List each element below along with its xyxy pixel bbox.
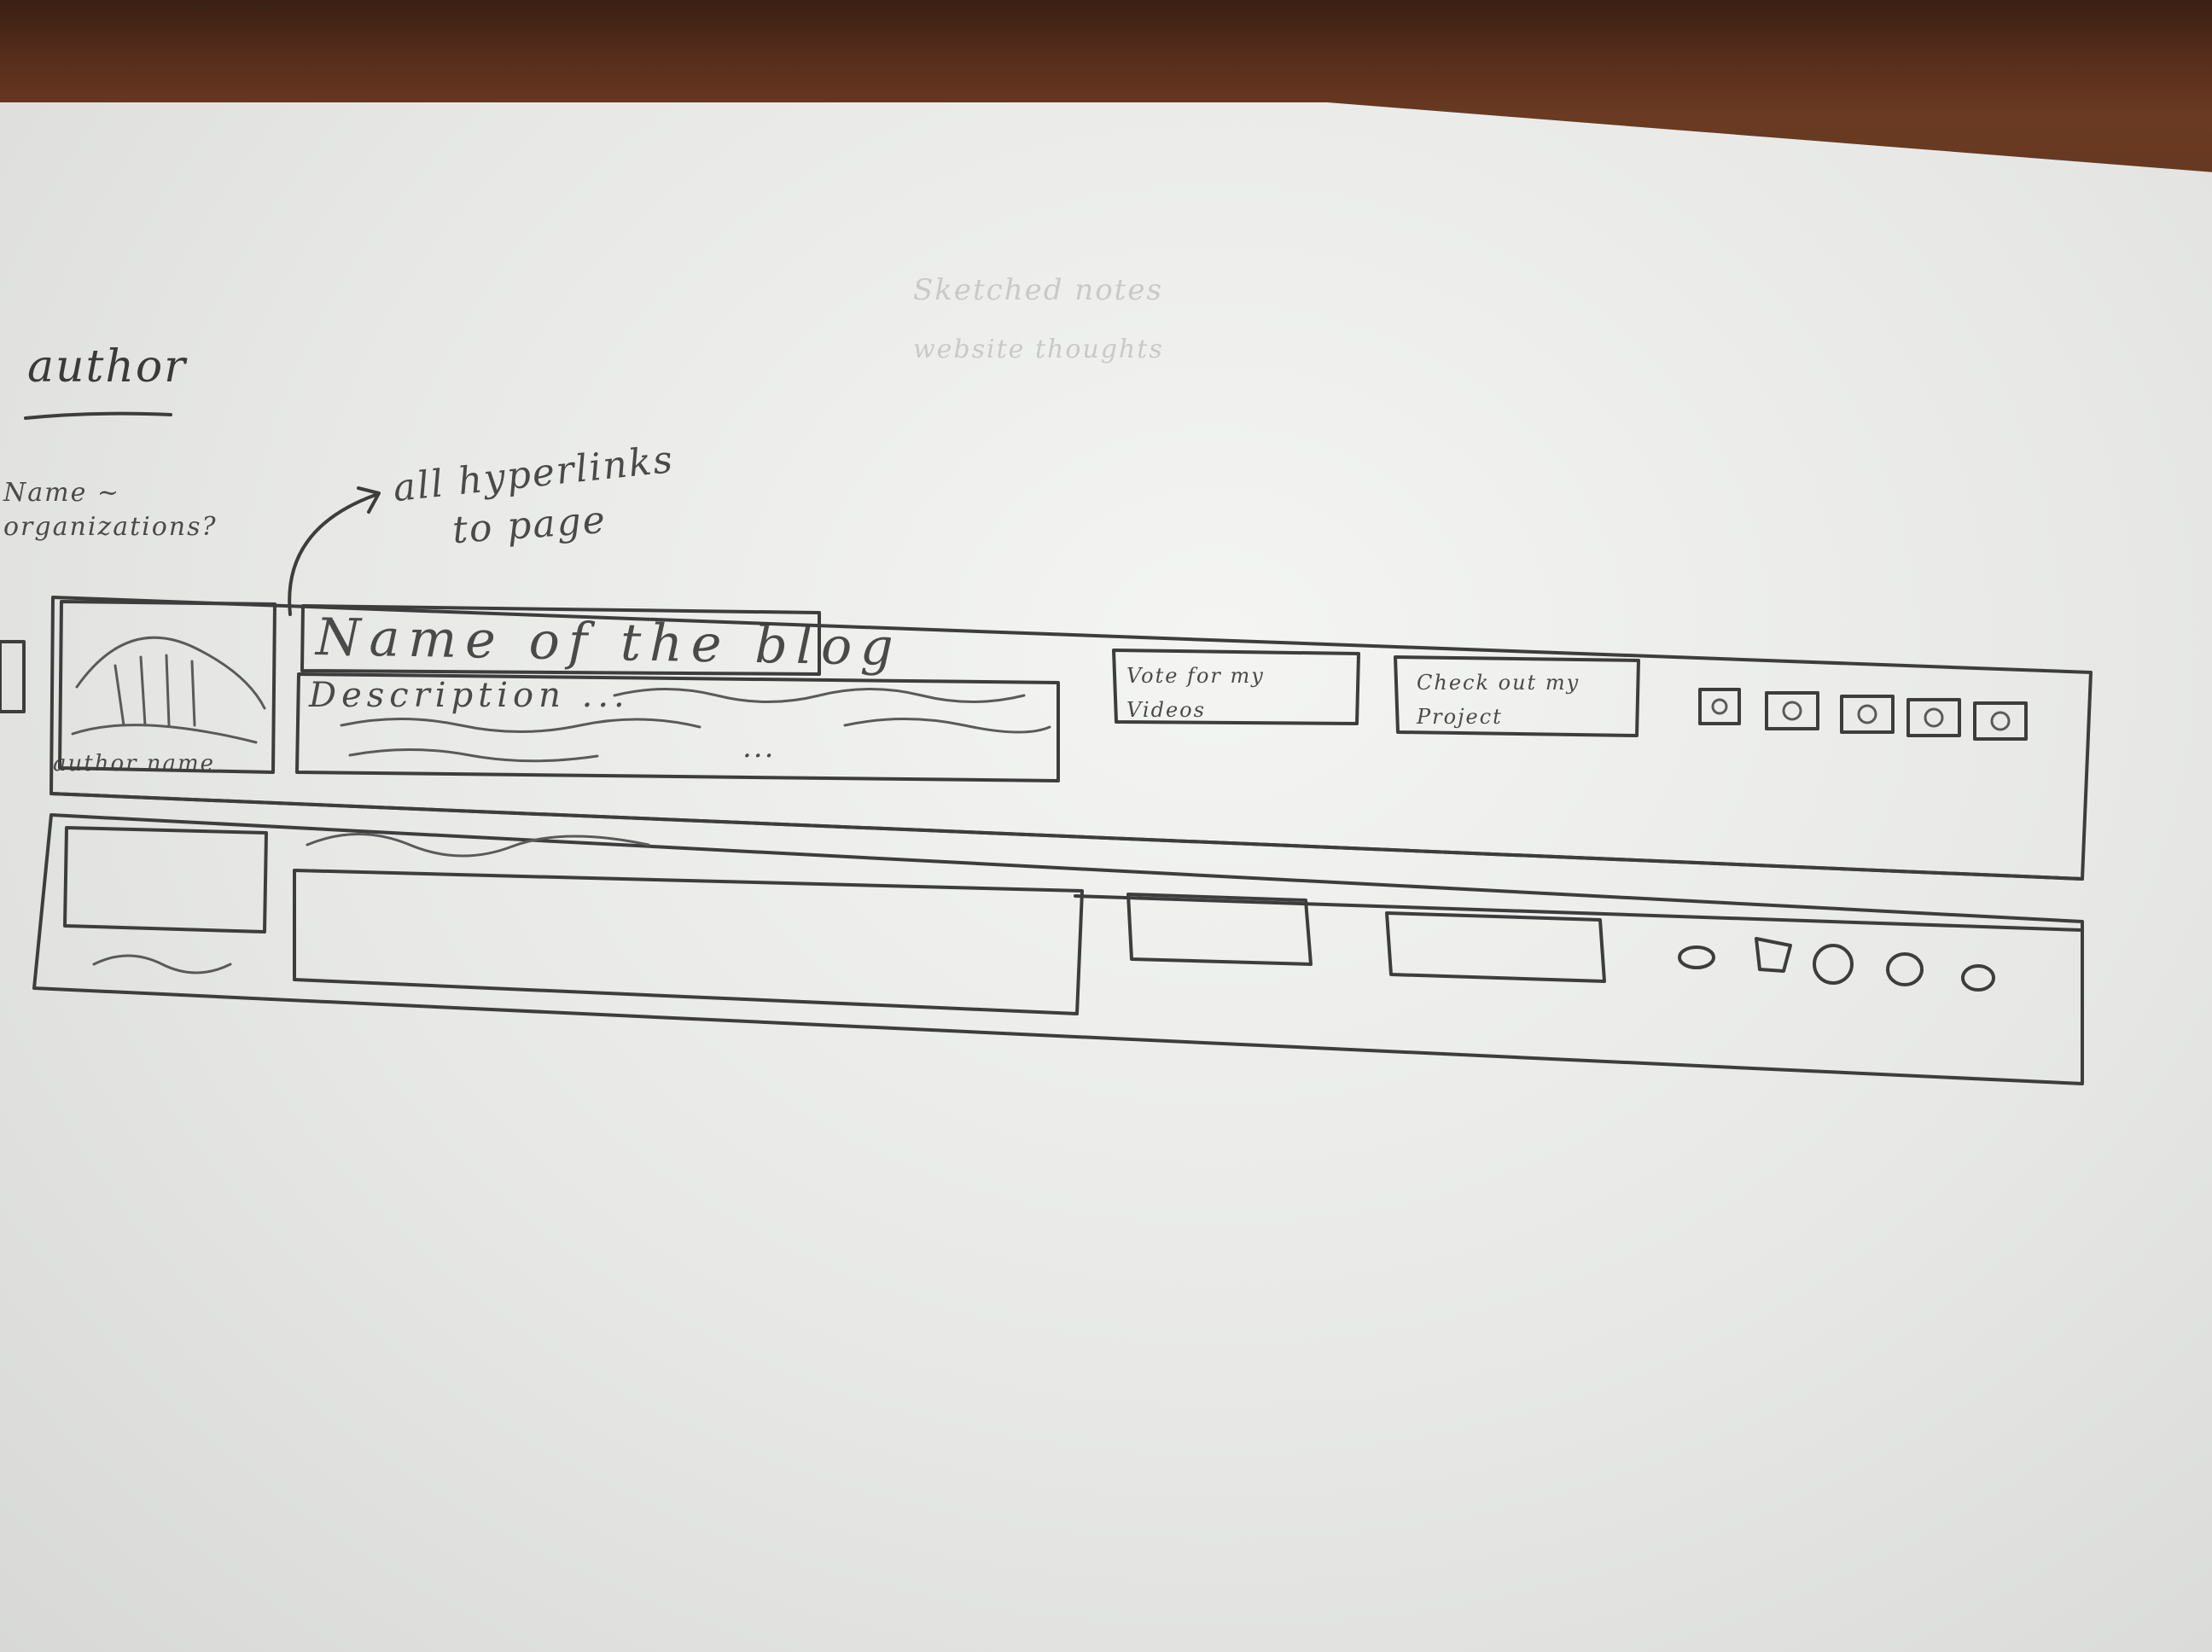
row2-social-icon-3[interactable] bbox=[1813, 944, 1854, 985]
social-icon-1-glyph bbox=[1711, 698, 1728, 715]
image-ground-line bbox=[71, 724, 258, 744]
row2-button-2[interactable] bbox=[1385, 911, 1606, 983]
row2-social-icon-2[interactable] bbox=[1755, 937, 1792, 973]
row2-description-box[interactable] bbox=[293, 869, 1084, 1015]
social-icon-5[interactable] bbox=[1973, 701, 2028, 741]
social-icon-3[interactable] bbox=[1840, 695, 1895, 734]
vote-button-label: Vote for my Videos bbox=[1126, 659, 1331, 727]
sketch-paper bbox=[0, 102, 2212, 1652]
row2-title-scribble bbox=[306, 833, 650, 858]
social-icon-5-glyph bbox=[1990, 711, 2011, 731]
vote-videos-button[interactable] bbox=[1114, 649, 1361, 724]
row2-container bbox=[32, 813, 2084, 1085]
author-name-caption: author name bbox=[53, 751, 215, 777]
social-icon-3-glyph bbox=[1857, 704, 1877, 724]
page-heading: author bbox=[27, 341, 188, 393]
annotation-arrowhead bbox=[357, 486, 381, 514]
row2-social-icon-5[interactable] bbox=[1961, 964, 1995, 992]
description-scribble-3 bbox=[843, 718, 1051, 734]
social-icon-2-glyph bbox=[1782, 701, 1802, 721]
faint-note-line-2: website thoughts bbox=[913, 334, 1164, 364]
image-bridge-sketch bbox=[75, 636, 266, 710]
side-note-line-1: Name ~ bbox=[3, 478, 121, 508]
row2-social-icons bbox=[1678, 937, 1995, 992]
side-note-line-2: organizations? bbox=[3, 512, 218, 542]
image-bridge-lines bbox=[114, 654, 196, 727]
social-icon-4[interactable] bbox=[1906, 698, 1961, 737]
heading-underline bbox=[24, 411, 172, 420]
row1-bottom-line bbox=[49, 792, 2084, 881]
row2-image-box[interactable] bbox=[63, 826, 268, 934]
description-scribble-4 bbox=[348, 748, 599, 763]
description-more-dots: ... bbox=[742, 730, 776, 765]
author-image-frame bbox=[58, 600, 276, 774]
social-icon-4-glyph bbox=[1924, 707, 1944, 728]
blog-name-box bbox=[300, 604, 821, 676]
left-edge-tab bbox=[0, 640, 26, 713]
faint-note-line-1: Sketched notes bbox=[913, 273, 1163, 307]
blog-description: Description ... bbox=[309, 676, 630, 715]
check-project-button[interactable] bbox=[1395, 657, 1643, 736]
annotation-arrow bbox=[288, 493, 377, 616]
row1-social-icons bbox=[1698, 688, 2028, 741]
row2-social-icon-4[interactable] bbox=[1886, 952, 1924, 986]
description-scribble-2 bbox=[340, 718, 701, 733]
description-box bbox=[295, 672, 1060, 782]
row2-caption-scribble bbox=[92, 954, 232, 974]
check-project-button-frame bbox=[1394, 655, 1640, 737]
vote-videos-button-frame bbox=[1112, 649, 1360, 725]
description-scribble-1 bbox=[613, 688, 1026, 703]
row2-button-1[interactable] bbox=[1126, 893, 1313, 966]
project-button-label: Check out my Project bbox=[1417, 666, 1621, 734]
row2-inner-divider bbox=[1074, 894, 2084, 932]
social-icon-2[interactable] bbox=[1765, 691, 1819, 730]
social-icon-1[interactable] bbox=[1698, 688, 1741, 725]
row2-social-icon-1[interactable] bbox=[1678, 945, 1715, 969]
